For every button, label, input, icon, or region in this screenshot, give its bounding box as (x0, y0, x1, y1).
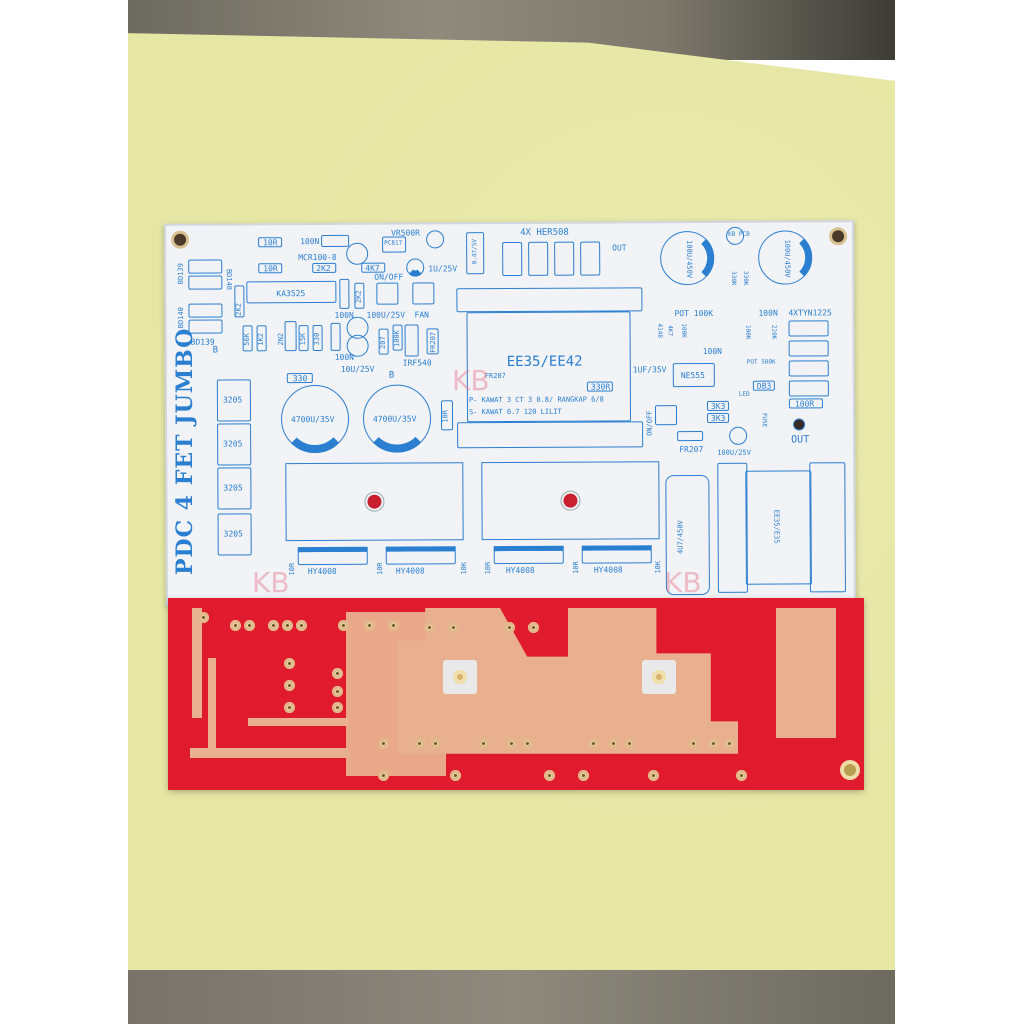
label-4u7-450v: 4U7/450V (676, 520, 685, 554)
copper-trace (192, 608, 202, 718)
mounting-pad-icon (443, 660, 477, 694)
label-on-off: ON/OFF (374, 272, 404, 282)
label-hy4008: HY4008 (395, 566, 425, 576)
mounting-hole-icon (174, 233, 187, 246)
heatsink-outline (285, 462, 464, 542)
label-fet-3205: 3205 (223, 483, 243, 493)
label-fet-3205: 3205 (222, 395, 243, 405)
label-fet-3205: 3205 (223, 529, 243, 539)
label-hy4008: HY4008 (593, 565, 623, 575)
label-out: OUT (791, 434, 810, 446)
copper-pour (776, 608, 836, 738)
mounting-hole-icon (832, 230, 845, 243)
label-winding-secondary: S- KAWAT 0.7 120 LILIT (468, 407, 562, 417)
label-ee35-ee42: EE35/EE42 (506, 353, 583, 371)
pcb-silkscreen-board: 10R 100N MCR100-8 VR500R PC817 10R 2K2 4… (164, 220, 856, 606)
label-ne555: NE555 (680, 370, 705, 381)
copper-trace (248, 718, 348, 726)
label-out: OUT (612, 243, 627, 253)
mounting-hole-icon (844, 764, 856, 776)
label-2k2: 2K2 (316, 263, 331, 274)
label-1u-25v: 1U/25V (428, 264, 458, 274)
label-pc817: PC817 (384, 239, 403, 247)
watermark-kb: KB (452, 364, 490, 397)
heatsink-outline (481, 461, 660, 541)
label-1uf-35v: 1UF/35V (632, 365, 667, 375)
label-mcr100: MCR100-8 (298, 252, 337, 263)
copper-trace (208, 658, 216, 748)
label-hy4008: HY4008 (505, 565, 535, 576)
label-irf540: IRF540 (402, 358, 432, 368)
label-hy4008: HY4008 (307, 566, 337, 577)
watermark-kb: KB (664, 566, 702, 599)
label-4k7: 4K7 (365, 263, 380, 273)
label-ka3525: KA3525 (276, 289, 306, 299)
pcb-copper-board (168, 598, 864, 790)
label-4700u-35v: 4700U/35V (291, 414, 335, 425)
board-title: PDC 4 FET JUMBO (172, 327, 198, 575)
mounting-pad-icon (642, 660, 676, 694)
label-10r: 10R (263, 264, 278, 274)
label-4x-her508: 4X HER508 (520, 227, 569, 238)
label-100n: 100N (300, 236, 320, 247)
label-fan: FAN (414, 310, 429, 320)
label-fet-3205: 3205 (223, 439, 243, 449)
stone-background-bottom (128, 968, 895, 1024)
label-4700u-35v: 4700U/35V (373, 414, 417, 424)
trimmer-pot-icon (426, 230, 445, 249)
label-4xtyn1225: 4XTYN1225 (788, 308, 832, 318)
transistor-outline (346, 242, 369, 265)
label-fuse: FUSE (760, 412, 768, 428)
watermark-kb: KB (252, 566, 290, 599)
label-100u-25v: 100U/25V (366, 310, 406, 320)
copper-trace (190, 748, 350, 758)
label-pot-100k: POT 100K (674, 308, 714, 319)
label-10r: 10R (263, 238, 278, 248)
label-10u-25v: 10U/25V (340, 364, 375, 374)
